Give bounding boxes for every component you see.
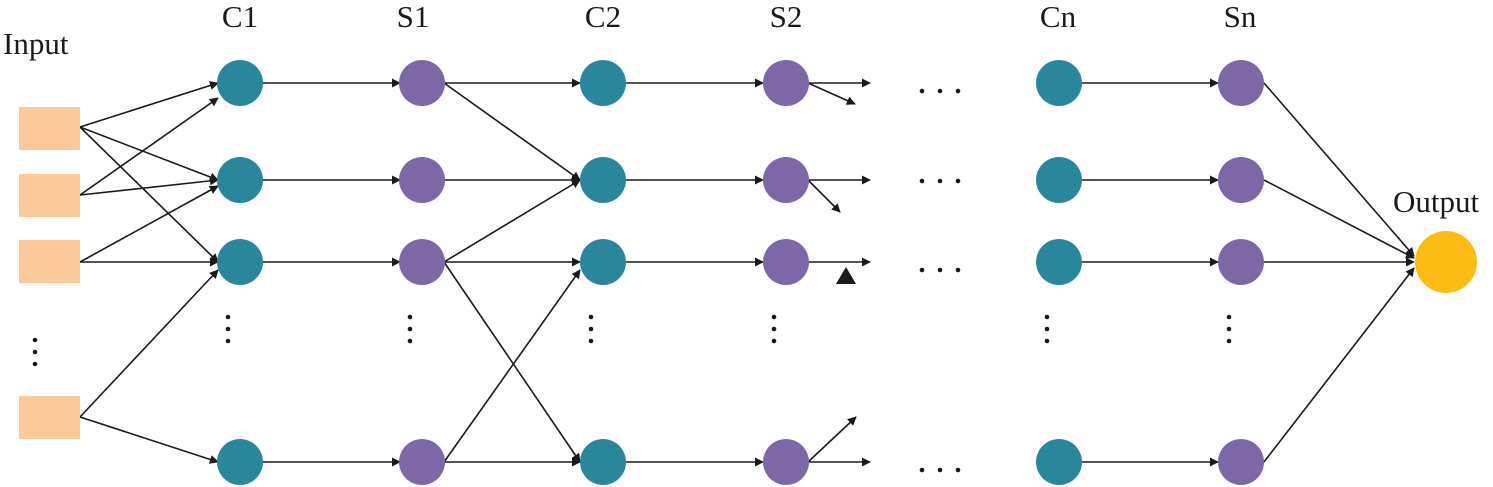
sn-node	[1218, 439, 1264, 485]
cn-node	[1036, 439, 1082, 485]
input-label: Input	[3, 26, 69, 61]
s1-node	[399, 439, 445, 485]
vertical-ellipsis	[771, 314, 777, 344]
s2-label: S2	[770, 0, 803, 34]
edge	[79, 416, 219, 464]
input-node	[19, 174, 80, 217]
horizontal-ellipsis	[919, 467, 961, 473]
cn-node	[1036, 239, 1082, 285]
edge	[79, 126, 219, 263]
horizontal-ellipsis	[919, 88, 961, 94]
vertical-ellipsis	[1044, 314, 1050, 344]
s2-layer	[763, 60, 809, 485]
vertical-ellipsis	[588, 314, 594, 344]
sn-node	[1218, 60, 1264, 106]
edge	[443, 261, 581, 463]
edge	[79, 126, 219, 182]
horizontal-ellipsis	[919, 178, 961, 184]
edge	[79, 81, 219, 128]
input-layer	[19, 107, 80, 439]
s2-node	[763, 239, 809, 285]
edge	[443, 82, 581, 181]
sn-layer	[1218, 60, 1264, 485]
s2-node	[763, 157, 809, 203]
edge	[807, 82, 856, 105]
horizontal-ellipsis	[919, 267, 961, 273]
edge	[1263, 267, 1415, 463]
c2-node	[580, 60, 626, 106]
c1-node	[217, 439, 263, 485]
s1-node	[399, 239, 445, 285]
c2-node	[580, 439, 626, 485]
c1-node	[217, 60, 263, 106]
c1-node	[217, 239, 263, 285]
input-node	[19, 240, 80, 283]
s2-node	[763, 60, 809, 106]
s1-layer	[399, 60, 445, 485]
edge	[79, 185, 219, 263]
edge	[1263, 179, 1415, 259]
vertical-ellipsis	[1226, 314, 1232, 344]
sn-node	[1218, 157, 1264, 203]
edge	[807, 416, 857, 463]
connections	[79, 78, 1415, 467]
output-node	[1415, 231, 1477, 293]
horizontal-ellipsis-group	[919, 88, 961, 473]
edge	[443, 269, 581, 463]
c2-layer	[580, 60, 626, 485]
input-node	[19, 396, 80, 439]
vertical-ellipsis-group	[32, 314, 1232, 367]
edge	[79, 97, 219, 196]
c2-label: C2	[585, 0, 621, 34]
c1-layer	[217, 60, 263, 485]
edge	[807, 179, 841, 213]
vertical-ellipsis	[225, 314, 231, 344]
edge	[79, 269, 219, 418]
s1-label: S1	[397, 0, 430, 34]
c2-node	[580, 239, 626, 285]
vertical-ellipsis	[32, 337, 38, 367]
cn-node	[1036, 157, 1082, 203]
s1-node	[399, 157, 445, 203]
edge	[1263, 82, 1415, 257]
edge	[79, 176, 219, 196]
edge	[443, 179, 581, 263]
arrowhead	[836, 267, 856, 284]
sn-node	[1218, 239, 1264, 285]
vertical-ellipsis	[407, 314, 413, 344]
c1-node	[217, 157, 263, 203]
s1-node	[399, 60, 445, 106]
c2-node	[580, 157, 626, 203]
output-label: Output	[1393, 184, 1480, 219]
cn-label: Cn	[1040, 0, 1077, 34]
s2-node	[763, 439, 809, 485]
cn-node	[1036, 60, 1082, 106]
input-node	[19, 107, 80, 150]
c1-label: C1	[222, 0, 258, 34]
cn-layer	[1036, 60, 1082, 485]
sn-label: Sn	[1224, 0, 1257, 34]
